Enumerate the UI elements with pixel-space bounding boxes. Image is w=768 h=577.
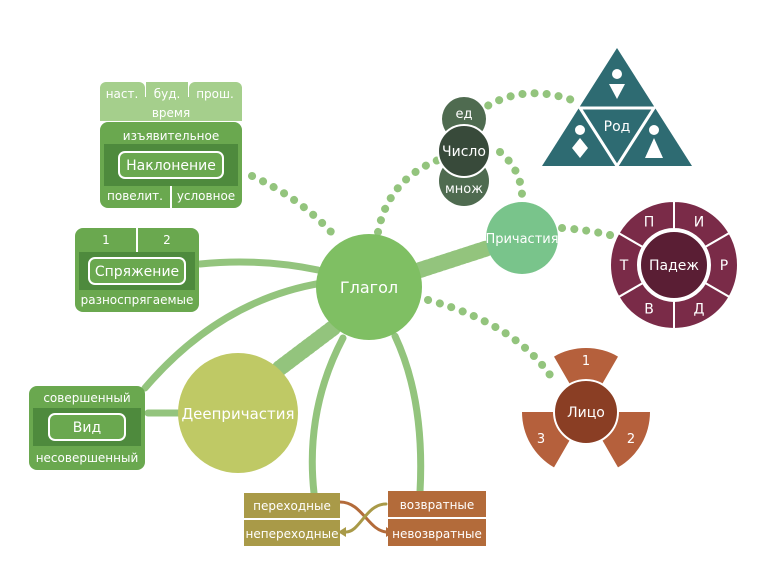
- connector-vid-arc: [141, 279, 326, 392]
- padezh-segment-label: Т: [619, 258, 629, 274]
- vid-bottom: несовершенный: [36, 451, 139, 465]
- male-icon: [645, 125, 663, 158]
- perehodnye-label: переходные: [253, 499, 331, 513]
- naklonenie-bottom-left: повелит.: [107, 189, 163, 203]
- chislo-node[interactable]: [437, 124, 491, 178]
- padezh-segment-label: В: [644, 301, 654, 317]
- center-node[interactable]: [316, 234, 422, 340]
- spryazhenie-label: Спряжение: [95, 264, 179, 280]
- time-cell-bud: буд.: [154, 87, 181, 101]
- spryazhenie-bottom: разноспрягаемые: [81, 293, 194, 307]
- perehodnye-box[interactable]: [244, 493, 340, 518]
- connector-vozvratnye: [391, 332, 425, 496]
- connector-padezh: [558, 224, 618, 240]
- connector-lico: [424, 296, 560, 388]
- spryazhenie-node[interactable]: [88, 257, 186, 285]
- vid-label: Вид: [73, 420, 101, 436]
- spryazhenie-cell-2: 2: [163, 233, 171, 247]
- spryazhenie-block: 1 2 Спряжение разноспрягаемые: [75, 228, 199, 312]
- chislo-bottom: множ: [445, 182, 483, 197]
- lico-petal-label: 2: [627, 432, 635, 447]
- connectors: [141, 89, 618, 537]
- connector-perehodnye: [308, 334, 347, 497]
- naklonenie-block: наст. буд. прош. время изъявительное Нак…: [100, 82, 242, 208]
- lico-petal-label: 1: [582, 354, 590, 369]
- vid-top: совершенный: [43, 391, 130, 405]
- time-cell-prosh: прош.: [196, 87, 234, 101]
- vid-block: совершенный Вид несовершенный: [29, 386, 145, 470]
- center-label: Глагол: [340, 278, 398, 297]
- chislo-top: ед: [456, 107, 473, 122]
- nevozvratnye-box[interactable]: [388, 519, 486, 546]
- neperehodnye-box[interactable]: [244, 520, 340, 546]
- deeprichastiya-block: Деепричастия: [178, 353, 298, 473]
- chislo-label: Число: [442, 144, 486, 160]
- connector-chislo: [374, 156, 442, 236]
- padezh-segment[interactable]: [617, 199, 675, 249]
- deeprichastiya-label: Деепричастия: [181, 405, 294, 423]
- lico-block: 1 2 3 Лицо: [522, 348, 650, 468]
- lico-node[interactable]: [553, 379, 619, 445]
- naklonenie-bottom-right: условное: [177, 189, 235, 203]
- connector-deeprichastiya: [272, 320, 341, 376]
- naklonenie-node[interactable]: [118, 151, 224, 179]
- padezh-block: И Р Д В Т П Падеж: [609, 199, 739, 331]
- vozvratnye-box[interactable]: [388, 491, 486, 517]
- prichastiya-block: Причастия: [485, 202, 559, 274]
- vozvratnye-label: возвратные: [400, 498, 475, 512]
- naklonenie-top: изъявительное: [123, 129, 219, 143]
- rod-block: Род: [542, 48, 692, 169]
- lico-petal-label: 3: [537, 432, 545, 447]
- neperehodnye-label: непереходные: [246, 527, 339, 541]
- prichastiya-node[interactable]: [486, 202, 558, 274]
- padezh-segment-label: И: [694, 215, 704, 231]
- padezh-segment-label: Р: [720, 258, 728, 274]
- perehodnost-block: переходные непереходные: [244, 493, 340, 546]
- arrow-vozvrat-to-perehod: [344, 502, 388, 534]
- chislo-block: ед множ Число: [437, 97, 491, 206]
- connector-rod: [474, 89, 576, 116]
- female-icon: [609, 69, 625, 99]
- naklonenie-label: Наклонение: [126, 158, 216, 174]
- time-cell-nast: наст.: [106, 87, 139, 101]
- prichastiya-label: Причастия: [485, 232, 558, 247]
- connector-prichastiya: [412, 240, 496, 278]
- padezh-label: Падеж: [649, 258, 699, 274]
- padezh-node[interactable]: [639, 230, 709, 300]
- lico-petal[interactable]: [554, 348, 618, 393]
- connector-spryazhenie: [196, 258, 322, 274]
- lico-label: Лицо: [567, 405, 605, 421]
- rod-inner-triangle[interactable]: [577, 106, 657, 169]
- deeprichastiya-node[interactable]: [178, 353, 298, 473]
- connector-chislo-prichastiya: [496, 148, 527, 208]
- vid-node[interactable]: [48, 413, 126, 441]
- nevozvratnye-label: невозвратные: [392, 527, 482, 541]
- rod-label: Род: [604, 119, 631, 135]
- neuter-icon: [572, 125, 588, 158]
- padezh-segment-label: Д: [694, 301, 705, 317]
- arrowhead-left: [338, 527, 346, 537]
- time-label: время: [152, 106, 190, 120]
- padezh-ring: И Р Д В Т П: [609, 199, 739, 331]
- vozvratnost-block: возвратные невозвратные: [388, 491, 486, 546]
- connector-naklonenie: [248, 172, 337, 238]
- spryazhenie-cell-1: 1: [102, 233, 110, 247]
- center-block: Глагол: [316, 234, 422, 340]
- padezh-segment-label: П: [644, 215, 655, 231]
